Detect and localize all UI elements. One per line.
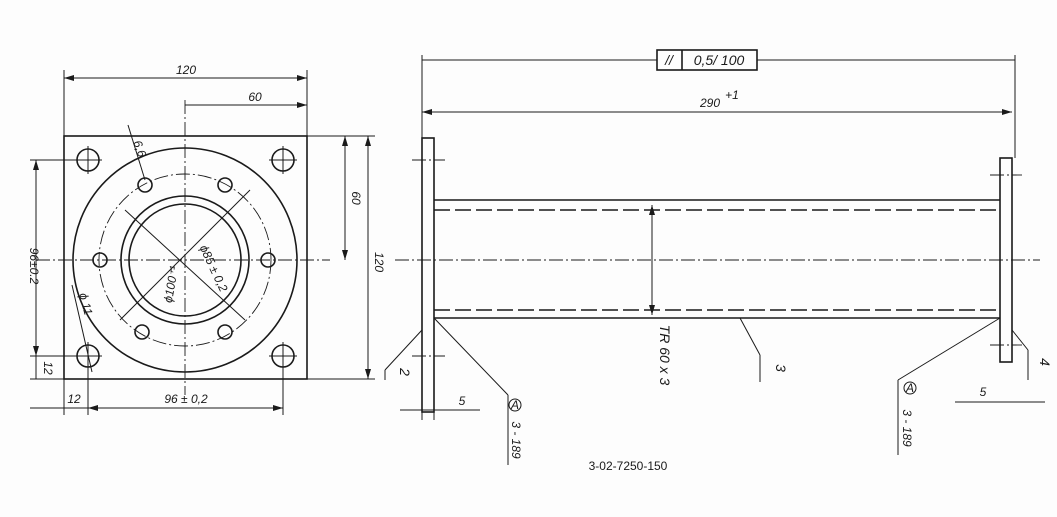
part-4-label: 4 (1037, 358, 1053, 366)
dim-flange-left-text: 5 (459, 394, 466, 408)
dim-half-width-text: 60 (248, 90, 262, 104)
left-flange (421, 137, 435, 413)
small-hole-leader (127, 124, 146, 181)
weld-symbol-right-text: A (905, 381, 914, 395)
dim-bore-text: ϕ100⁺¹ (161, 265, 181, 304)
weld-symbol-left-text: A (510, 398, 519, 412)
part-4-leader (1011, 329, 1029, 351)
weld-ref-right-text: 3 - 189 (900, 409, 914, 447)
part-3-label: 3 (773, 364, 789, 372)
side-view: TR 60 x 3 // 0,5/ 100 290 +1 2 3 4 5 (384, 49, 1053, 465)
bolt-hole-6 (217, 324, 233, 340)
weld-leader-right (897, 317, 1001, 381)
dim-edge-left-text: 12 (67, 392, 81, 406)
dim-height-text: 120 (372, 252, 386, 272)
arrowhead-half-width (297, 102, 307, 108)
bolt-hole-1 (137, 177, 153, 193)
dim-corner-hole-text: ϕ 11 (76, 291, 95, 316)
dim-half-height-text: 60 (349, 191, 363, 205)
weld-symbol-left (508, 398, 522, 412)
dim-small-hole-text: 6,6 (130, 138, 149, 159)
part-2-label: 2 (397, 367, 413, 376)
dim-length-text: 290 (699, 96, 720, 110)
drawing-number: 3-02-7250-150 (589, 459, 668, 473)
bore-diameter-line (124, 209, 246, 321)
thread-label: TR 60 x 3 (657, 325, 673, 386)
weld-ref-left-text: 3 - 189 (509, 421, 523, 459)
dim-hole-spacing-v-text: 96±0.2 (27, 248, 41, 285)
bolt-circle-diameter-line (119, 189, 251, 321)
dim-width-text: 120 (176, 63, 196, 77)
dim-bolt-circle-text: ϕ85 ± 0,2 (197, 243, 231, 294)
bolt-hole-5 (134, 324, 150, 340)
part-3-leader (739, 317, 761, 356)
dim-flange-right-text: 5 (980, 385, 987, 399)
flange-square (63, 135, 308, 380)
dim-length-tol-text: +1 (725, 88, 739, 102)
corner-hole-leader (71, 284, 93, 373)
parallelism-symbol: // (664, 52, 675, 68)
dim-edge-bottom-text: 12 (41, 361, 55, 375)
weld-leader-left (433, 317, 509, 396)
weld-symbol-right (903, 381, 917, 395)
part-2-leader (384, 329, 423, 371)
parallelism-value: 0,5/ 100 (694, 52, 745, 68)
dim-hole-spacing-h-text: 96 ± 0,2 (164, 392, 208, 406)
bolt-hole-2 (217, 177, 233, 193)
front-view: 120 60 60 120 96±0.2 12 12 96 ± 0,2 (27, 63, 386, 415)
